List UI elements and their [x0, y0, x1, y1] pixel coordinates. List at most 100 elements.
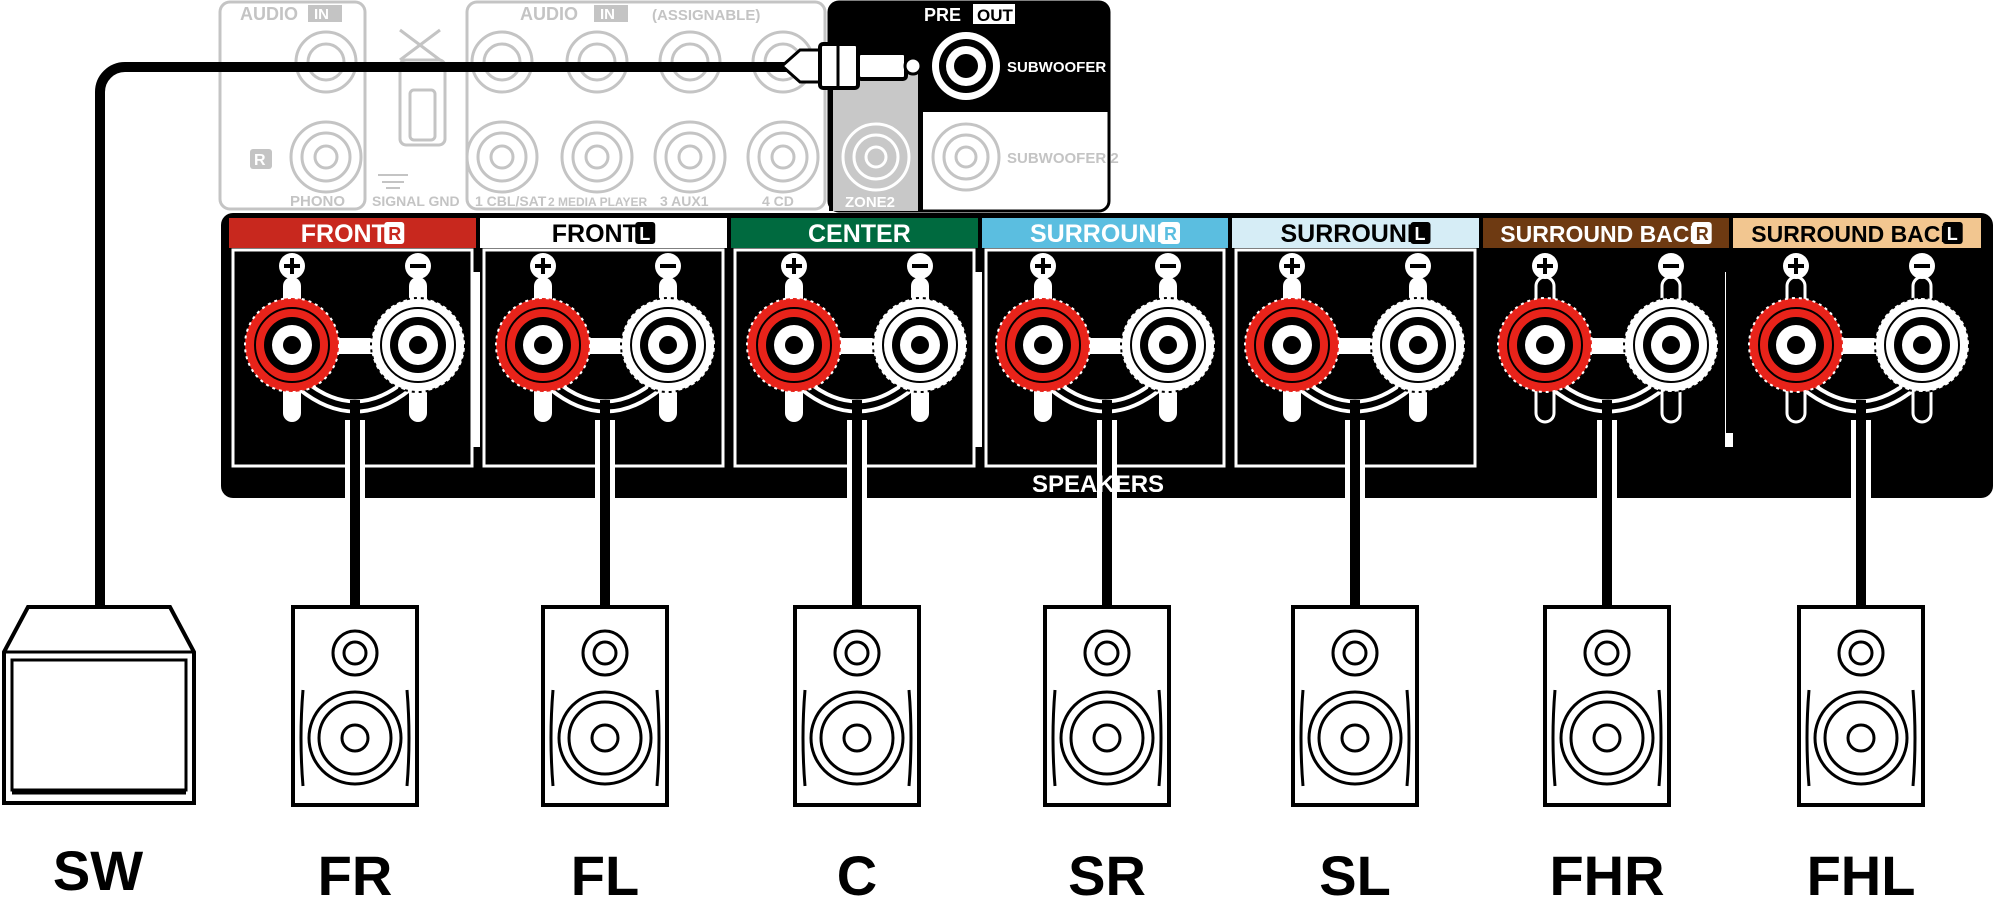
negative-terminal	[1874, 297, 1970, 393]
tweeter-icon	[331, 629, 379, 677]
speaker-box-sl	[1291, 605, 1419, 807]
speaker-box-c	[793, 605, 921, 807]
plus-icon	[1783, 253, 1809, 279]
positive-terminal	[1748, 297, 1844, 393]
speaker-terminal-panel: SPEAKERS ASSIGNABLE FRONTRFRONTLCENTERSU…	[221, 213, 1993, 610]
negative-terminal	[370, 297, 466, 393]
speaker-label-fr: FR	[318, 844, 393, 907]
woofer-icon	[299, 689, 411, 787]
speaker-wire	[1602, 400, 1612, 610]
speaker-box-fr	[291, 605, 419, 807]
subwoofer-cable	[95, 42, 923, 605]
subwoofer2-label: SUBWOOFER 2	[1007, 150, 1119, 167]
speaker-box-fhr	[1543, 605, 1671, 807]
negative-terminal	[1370, 297, 1466, 393]
channel-label-6: SURROUND BACK	[1500, 221, 1706, 247]
woofer-icon	[549, 689, 661, 787]
in-badge: IN	[314, 6, 329, 23]
channel-side-badge-1: R	[388, 224, 401, 244]
audio-in-label: AUDIO	[240, 4, 298, 24]
assignable-input-label: (ASSIGNABLE)	[652, 7, 760, 24]
in-badge-2: IN	[600, 6, 615, 23]
speaker-wire	[350, 400, 360, 610]
negative-terminal	[1623, 297, 1719, 393]
channel-label-4: SURROUND	[1030, 220, 1174, 248]
positive-terminal	[495, 297, 591, 393]
speaker-box-fhl	[1797, 605, 1925, 807]
speaker-label-sl: SL	[1319, 844, 1391, 907]
signal-gnd-terminal	[378, 28, 447, 189]
minus-icon	[405, 253, 431, 279]
speaker-wire	[1856, 400, 1866, 610]
tweeter-icon	[1583, 629, 1631, 677]
pre-out-title: PRE	[924, 5, 961, 25]
assignable-label: ASSIGNABLE	[1684, 443, 1782, 460]
speaker-label-fhr: FHR	[1549, 844, 1664, 907]
subwoofer1-jack	[932, 32, 1000, 100]
jack-label-cbl-sat: 1 CBL/SAT	[475, 193, 547, 209]
jack-label-signal-gnd: SIGNAL GND	[372, 193, 460, 209]
pre-out-panel: PRE OUT ZONE2 SUBWOOFER 1 SUBWOOFER 2	[827, 0, 1119, 213]
plus-icon	[530, 253, 556, 279]
speaker-wire	[600, 400, 610, 610]
speaker-wire	[852, 400, 862, 610]
out-badge: OUT	[977, 6, 1014, 25]
subwoofer-box	[2, 605, 196, 805]
speaker-box-sr	[1043, 605, 1171, 807]
channel-label-1: FRONT	[301, 220, 387, 248]
zone2-label: ZONE2	[845, 194, 895, 211]
tweeter-icon	[1083, 629, 1131, 677]
tweeter-icon	[1331, 629, 1379, 677]
channel-label-2: FRONT	[552, 220, 638, 248]
jack-label-media-player: 2 MEDIA PLAYER	[548, 195, 647, 209]
speaker-wire	[1350, 400, 1360, 610]
r-badge: R	[254, 152, 266, 169]
plus-icon	[1030, 253, 1056, 279]
minus-icon	[1155, 253, 1181, 279]
minus-icon	[655, 253, 681, 279]
plus-icon	[1532, 253, 1558, 279]
speaker-label-fl: FL	[571, 844, 639, 907]
negative-terminal	[1120, 297, 1216, 393]
channel-side-badge-4: R	[1164, 224, 1177, 244]
positive-terminal	[995, 297, 1091, 393]
channel-side-badge-7: L	[1947, 224, 1958, 244]
jack-label-aux1: 3 AUX1	[660, 193, 709, 209]
woofer-icon	[1051, 689, 1163, 787]
speaker-label-sw: SW	[53, 839, 143, 902]
audio-input-panel: AUDIO IN AUDIO IN (ASSIGNABLE) R	[218, 0, 827, 211]
woofer-icon	[1299, 689, 1411, 787]
positive-terminal	[244, 297, 340, 393]
tweeter-icon	[833, 629, 881, 677]
channel-label-7: SURROUND BACK	[1751, 221, 1957, 247]
speaker-label-c: C	[837, 844, 877, 907]
channel-label-5: SURROUND	[1281, 220, 1425, 248]
minus-icon	[1909, 253, 1935, 279]
subwoofer1-label: SUBWOOFER 1	[1007, 59, 1119, 76]
positive-terminal	[1497, 297, 1593, 393]
plus-icon	[279, 253, 305, 279]
tweeter-icon	[1837, 629, 1885, 677]
tweeter-icon	[581, 629, 629, 677]
positive-terminal	[1244, 297, 1340, 393]
channel-side-badge-6: R	[1696, 224, 1709, 244]
subwoofer2-jack	[931, 122, 1001, 192]
speaker-label-fhl: FHL	[1807, 844, 1916, 907]
speaker-box-fl	[541, 605, 669, 807]
jack-label-cd: 4 CD	[762, 193, 794, 209]
channel-label-3: CENTER	[808, 220, 911, 248]
minus-icon	[907, 253, 933, 279]
speaker-label-sr: SR	[1068, 844, 1146, 907]
negative-terminal	[872, 297, 968, 393]
minus-icon	[1658, 253, 1684, 279]
woofer-icon	[801, 689, 913, 787]
negative-terminal	[620, 297, 716, 393]
minus-icon	[1405, 253, 1431, 279]
channel-side-badge-5: L	[1415, 224, 1426, 244]
woofer-icon	[1551, 689, 1663, 787]
